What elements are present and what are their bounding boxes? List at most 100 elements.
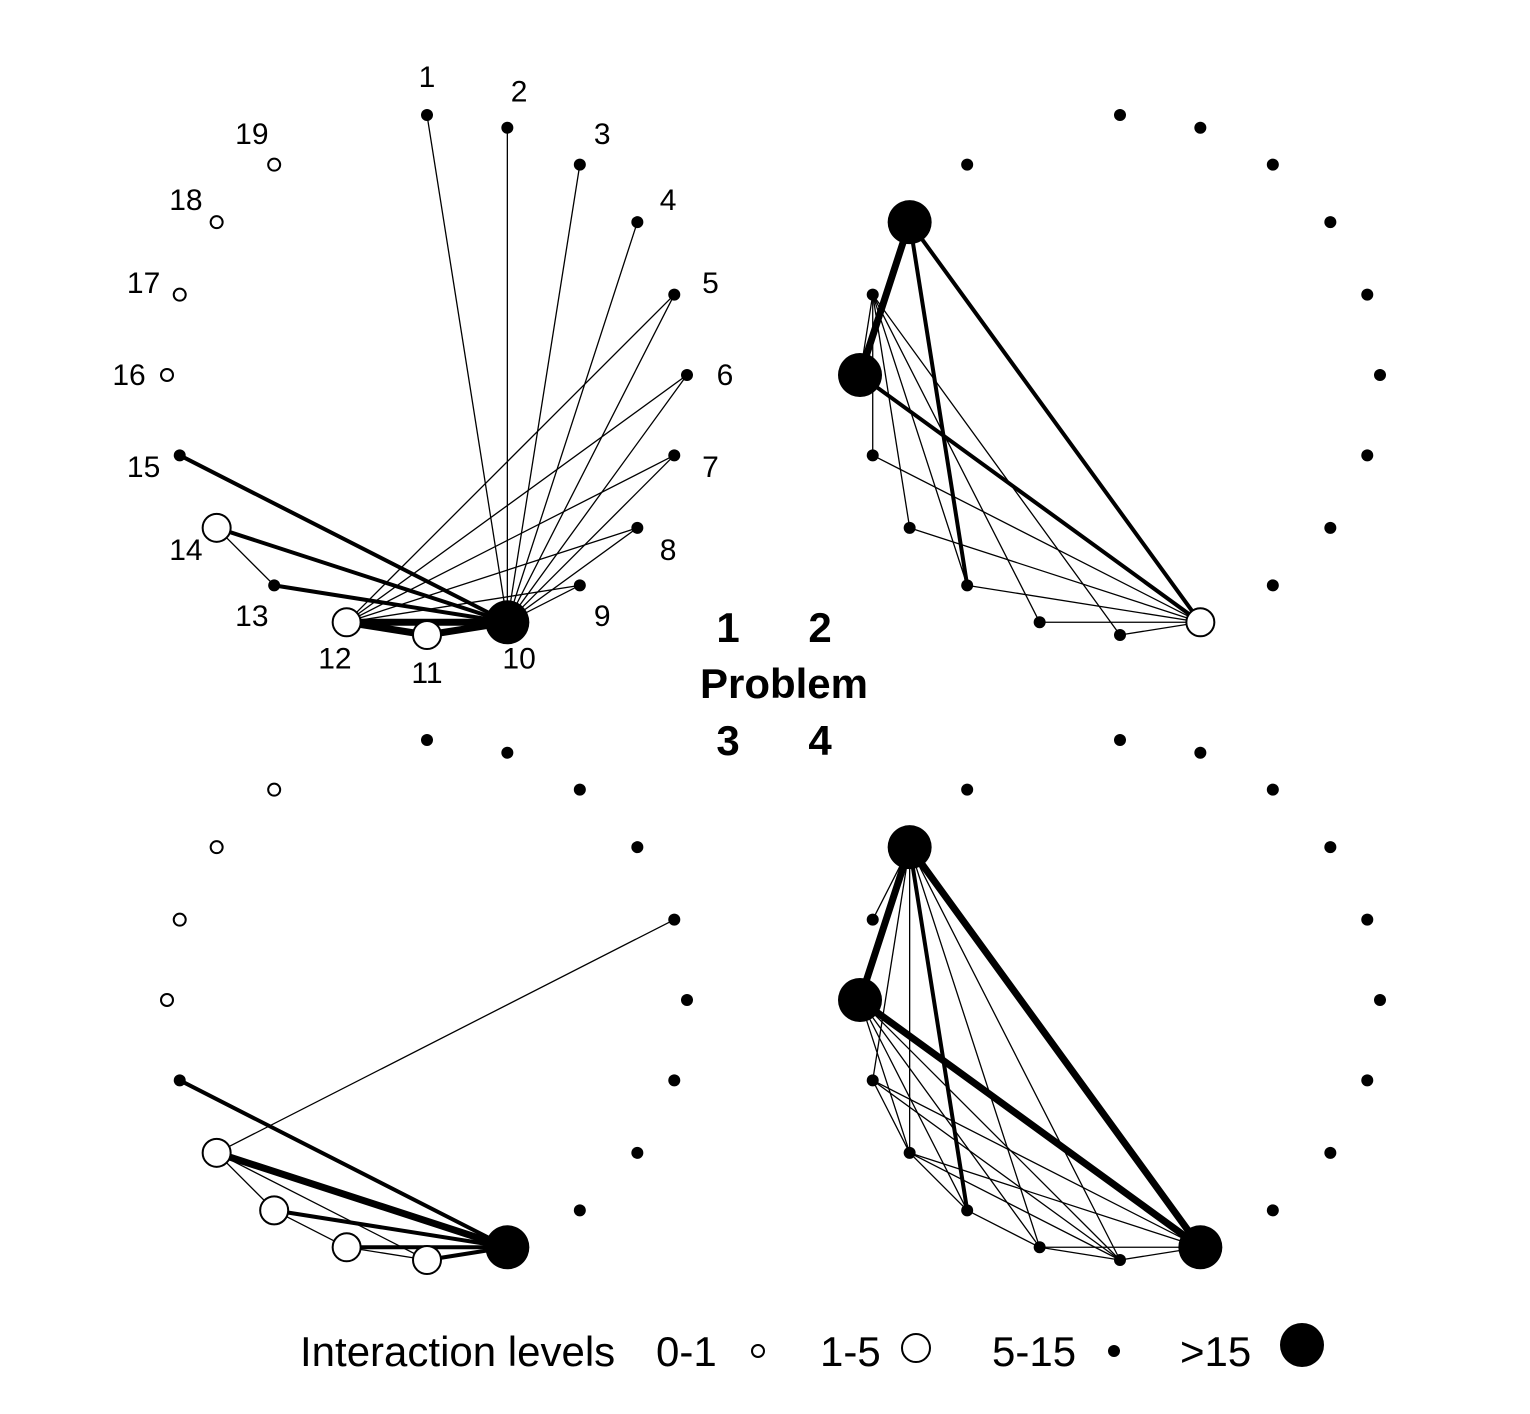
edge-14-13 — [909, 1152, 968, 1211]
node-18 — [887, 200, 932, 245]
node-label-14: 14 — [169, 534, 202, 567]
node-19 — [267, 782, 282, 797]
edge-18-13 — [907, 845, 970, 1213]
node-4 — [631, 841, 644, 854]
panel-problem-3 — [160, 734, 693, 1275]
edge-14-10 — [213, 1149, 511, 1251]
edge-17-14 — [872, 294, 911, 529]
node-3 — [1266, 158, 1279, 171]
node-6 — [1374, 369, 1386, 381]
edge-15-10 — [872, 454, 1201, 623]
node-9 — [573, 1204, 586, 1217]
node-12 — [331, 1232, 362, 1263]
node-label-2: 2 — [511, 76, 528, 109]
edge-12-11 — [1039, 1246, 1121, 1261]
node-label-10: 10 — [502, 642, 535, 675]
node-3 — [573, 783, 586, 796]
node-10 — [1178, 1225, 1223, 1270]
node-1 — [421, 734, 433, 746]
node-label-19: 19 — [235, 118, 268, 151]
node-19 — [961, 783, 974, 796]
edge-16-12 — [859, 999, 1041, 1248]
edge-13-10 — [966, 584, 1201, 623]
center-labels: 1 2 Problem 3 4 — [700, 604, 868, 764]
node-6 — [681, 994, 693, 1006]
node-2 — [501, 121, 514, 134]
node-4 — [631, 216, 644, 229]
node-label-8: 8 — [660, 534, 677, 567]
edge-15-10 — [177, 1078, 510, 1250]
node-14 — [903, 521, 916, 534]
node-14 — [201, 1137, 232, 1168]
panel-problem-4 — [838, 734, 1386, 1270]
node-6 — [1374, 994, 1386, 1006]
edge-17-13 — [872, 294, 968, 586]
node-13 — [961, 1204, 974, 1217]
node-9 — [1266, 579, 1279, 592]
node-15 — [866, 1074, 879, 1087]
node-5 — [668, 288, 681, 301]
node-label-16: 16 — [112, 359, 145, 392]
edge-16-11 — [859, 999, 1121, 1261]
node-10 — [485, 1225, 530, 1270]
edge-6-12 — [346, 374, 688, 623]
edge-15-10 — [872, 1079, 1201, 1248]
nodes — [160, 734, 693, 1275]
problem-number-4: 4 — [808, 717, 832, 764]
edge-15-11 — [872, 1079, 1121, 1261]
node-17 — [172, 287, 187, 302]
node-5 — [668, 913, 681, 926]
node-label-13: 13 — [235, 600, 268, 633]
edge-16-10 — [858, 373, 1203, 625]
node-14 — [903, 1146, 916, 1159]
node-label-18: 18 — [169, 184, 202, 217]
node-17 — [866, 288, 879, 301]
node-8 — [631, 1146, 644, 1159]
nodes — [838, 734, 1386, 1270]
edge-14-10 — [214, 525, 510, 625]
edge-13-12 — [966, 1209, 1041, 1248]
legend-marker-5-15 — [1108, 1345, 1120, 1357]
node-5 — [1361, 913, 1374, 926]
node-13 — [961, 579, 974, 592]
edge-13-10 — [272, 583, 510, 625]
edge-14-10 — [909, 1152, 1201, 1248]
node-label-7: 7 — [702, 451, 719, 484]
edge-18-12 — [909, 846, 1041, 1248]
node-3 — [573, 158, 586, 171]
legend-marker-0-1 — [751, 1344, 765, 1358]
problem-number-1: 1 — [716, 604, 739, 651]
node-9 — [1266, 1204, 1279, 1217]
node-8 — [1324, 521, 1337, 534]
edges — [177, 919, 675, 1262]
node-label-11: 11 — [411, 657, 442, 690]
legend-marker-1-5 — [901, 1333, 931, 1363]
edge-8-12 — [346, 527, 638, 623]
node-11 — [412, 1245, 442, 1275]
node-label-6: 6 — [717, 359, 734, 392]
node-2 — [1194, 746, 1207, 759]
edge-5-12 — [346, 294, 675, 623]
edge-4-10 — [506, 221, 638, 623]
edge-16-14 — [859, 999, 911, 1154]
edges — [856, 218, 1203, 636]
node-14 — [201, 512, 232, 543]
edge-18-10 — [907, 220, 1203, 625]
node-2 — [1194, 121, 1207, 134]
edge-18-15 — [872, 846, 911, 1081]
edges — [856, 843, 1204, 1261]
edge-15-10 — [177, 453, 510, 625]
node-15 — [866, 449, 879, 462]
node-16 — [160, 368, 174, 382]
edge-6-10 — [506, 374, 688, 623]
nodes — [160, 109, 693, 650]
node-12 — [1033, 616, 1046, 629]
node-16 — [160, 993, 174, 1007]
edge-14-10 — [909, 527, 1201, 623]
node-label-3: 3 — [594, 118, 611, 151]
node-4 — [1324, 841, 1337, 854]
edge-18-16 — [856, 218, 914, 379]
node-18 — [887, 825, 932, 870]
